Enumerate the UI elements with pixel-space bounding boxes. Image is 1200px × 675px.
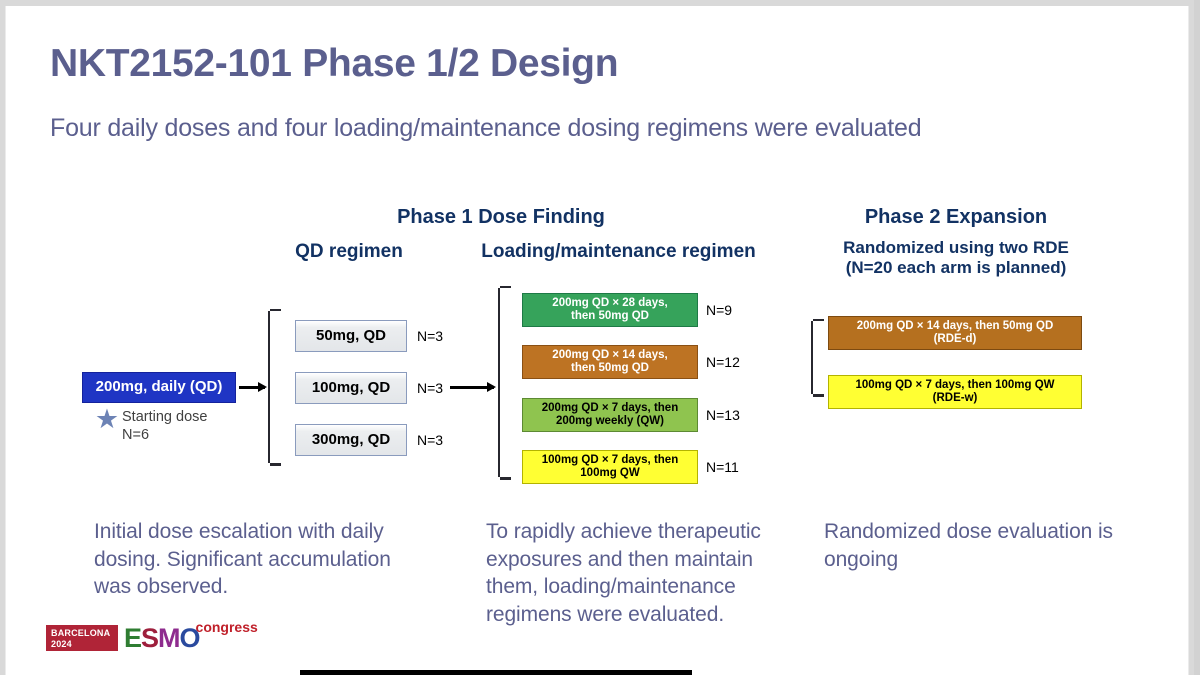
window-right-edge bbox=[1194, 0, 1200, 675]
heading-qd-regimen: QD regimen bbox=[295, 241, 403, 262]
phase2-arm-line-2: (RDE-d) bbox=[933, 333, 977, 345]
loading-maintenance-box: 200mg QD × 14 days, then 50mg QD bbox=[522, 345, 698, 379]
heading-phase2-subtitle-2: (N=20 each arm is planned) bbox=[845, 258, 1067, 277]
regimen-line-2: then 50mg QD bbox=[571, 362, 649, 374]
bottom-toolbar-strip bbox=[300, 670, 692, 675]
regimen-line-1: 100mg QD × 7 days, then bbox=[541, 454, 679, 467]
star-icon: ★ bbox=[94, 404, 120, 434]
logo-year: 2024 bbox=[51, 638, 72, 649]
loading-maintenance-n: N=9 bbox=[706, 302, 733, 318]
phase2-arm-line-1: 200mg QD × 14 days, then 50mg QD bbox=[856, 320, 1054, 333]
qd-regimen-box: 50mg, QD bbox=[295, 320, 407, 352]
phase2-arm-line-2: (RDE-w) bbox=[932, 392, 978, 404]
regimen-line-2: then 50mg QD bbox=[571, 310, 649, 322]
heading-phase2: Phase 2 Expansion bbox=[864, 206, 1048, 228]
logo-barcelona-badge: BARCELONA 2024 bbox=[46, 625, 118, 651]
heading-loading-maintenance-regimen: Loading/maintenance regimen bbox=[481, 241, 756, 262]
logo-city: BARCELONA bbox=[51, 628, 111, 638]
esmo-congress-logo: BARCELONA 2024 E S M O congress bbox=[46, 619, 258, 653]
window-top-edge bbox=[0, 0, 1200, 6]
page-subtitle: Four daily doses and four loading/mainte… bbox=[50, 114, 922, 142]
qd-regimen-box: 300mg, QD bbox=[295, 424, 407, 456]
heading-phase1: Phase 1 Dose Finding bbox=[397, 206, 605, 228]
logo-congress-text: congress bbox=[195, 619, 258, 635]
arrow-start-to-qd bbox=[239, 386, 265, 389]
caption-column-3: Randomized dose evaluation is ongoing bbox=[824, 520, 1113, 571]
regimen-line-1: 200mg QD × 7 days, then bbox=[541, 402, 679, 415]
caption-column-1: Initial dose escalation with daily dosin… bbox=[94, 520, 391, 599]
loading-maintenance-box: 100mg QD × 7 days, then 100mg QW bbox=[522, 450, 698, 484]
caption-column-2: To rapidly achieve therapeutic exposures… bbox=[486, 520, 761, 627]
loading-maintenance-box: 200mg QD × 7 days, then 200mg weekly (QW… bbox=[522, 398, 698, 432]
starting-dose-label: Starting dose bbox=[122, 409, 208, 425]
heading-phase2-subtitle-1: Randomized using two RDE bbox=[843, 238, 1069, 257]
slide-canvas: NKT2152-101 Phase 1/2 Design Four daily … bbox=[6, 6, 1188, 675]
loading-maintenance-n: N=12 bbox=[706, 354, 740, 370]
qd-regimen-n: N=3 bbox=[417, 328, 444, 344]
regimen-line-1: 200mg QD × 14 days, bbox=[552, 349, 668, 362]
starting-dose-box: 200mg, daily (QD) bbox=[82, 372, 236, 403]
logo-letter-m: M bbox=[158, 623, 180, 653]
loading-maintenance-n: N=11 bbox=[706, 459, 739, 475]
qd-regimen-box: 100mg, QD bbox=[295, 372, 407, 404]
logo-letter-e: E bbox=[124, 623, 142, 653]
qd-regimen-n: N=3 bbox=[417, 432, 444, 448]
bracket-loading-maintenance-regimens bbox=[498, 285, 511, 480]
phase2-arm-box: 100mg QD × 7 days, then 100mg QW (RDE-w) bbox=[828, 375, 1082, 409]
regimen-line-2: 100mg QW bbox=[580, 467, 640, 479]
qd-regimen-n: N=3 bbox=[417, 380, 444, 396]
regimen-line-2: 200mg weekly (QW) bbox=[555, 415, 664, 427]
loading-maintenance-box: 200mg QD × 28 days, then 50mg QD bbox=[522, 293, 698, 327]
logo-esmo-wordmark: E S M O bbox=[124, 623, 201, 653]
arrow-qd-to-loading-maintenance bbox=[450, 386, 494, 389]
bracket-qd-regimens bbox=[268, 308, 281, 466]
logo-letter-s: S bbox=[141, 623, 159, 653]
bracket-phase2-arms bbox=[811, 318, 824, 397]
logo-letter-o: O bbox=[179, 623, 201, 653]
starting-dose-count: N=6 bbox=[122, 427, 150, 443]
page-title: NKT2152-101 Phase 1/2 Design bbox=[50, 42, 619, 85]
loading-maintenance-n: N=13 bbox=[706, 407, 740, 423]
phase2-arm-box: 200mg QD × 14 days, then 50mg QD (RDE-d) bbox=[828, 316, 1082, 350]
regimen-line-1: 200mg QD × 28 days, bbox=[552, 297, 668, 310]
phase2-arm-line-1: 100mg QD × 7 days, then 100mg QW bbox=[855, 379, 1055, 392]
